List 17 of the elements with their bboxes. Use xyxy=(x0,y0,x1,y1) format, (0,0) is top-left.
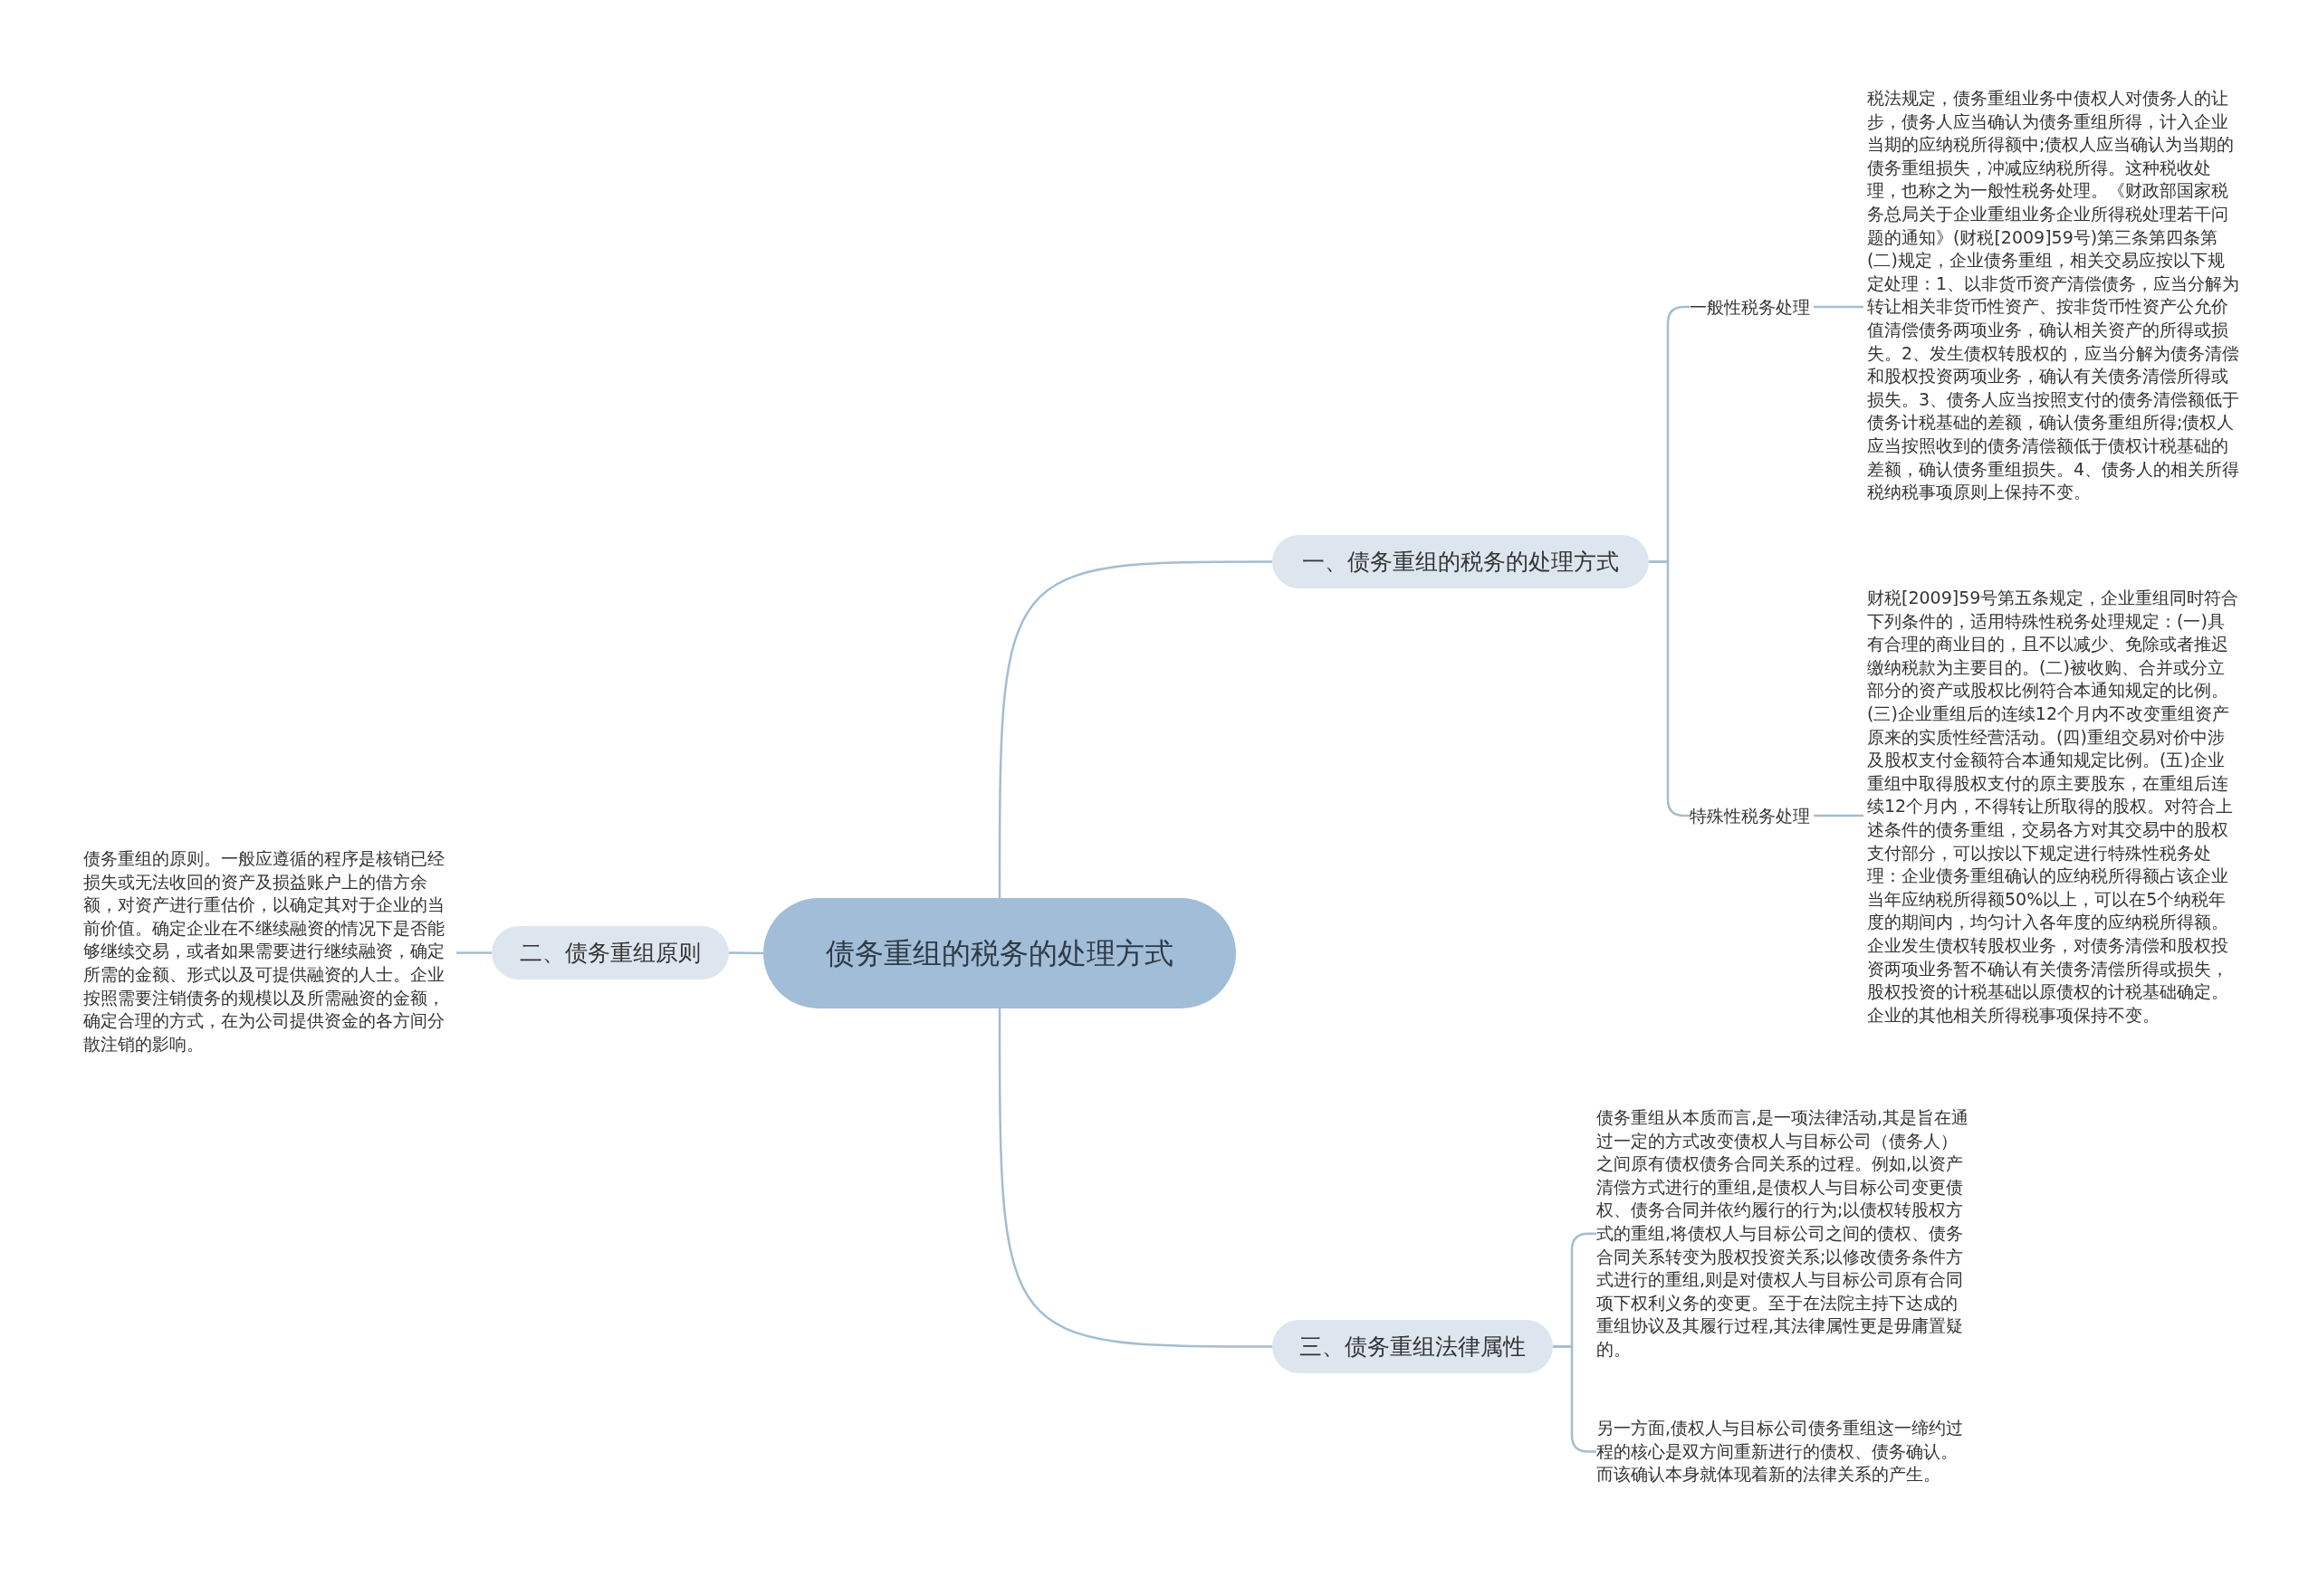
note-text: 债务重组从本质而言,是一项法律活动,其是旨在通过一定的方式改变债权人与目标公司（债务人）之间原有债权债务合同关系的过程。例如,以资产清偿方式进行的重组,是债权人与目标公司变更债权、债务合同并依约履行的行为;以债权转股权方式的重组,将债权人与目标公司之间的债权、债务合同关系转变为股权投资关系;以修改债务条件方式进行的重组,则是对债权人与目标公司原有合同项下权利义务的变更。至于在法院主持下达成的重组协议及其履行过程,其法律属性更是毋庸置疑的。 xyxy=(1596,1106,1969,1362)
central-topic: 债务重组的税务的处理方式 xyxy=(763,898,1236,1008)
branch-topic: 一、债务重组的税务的处理方式 xyxy=(1272,535,1649,588)
branch-topic: 二、债务重组原则 xyxy=(492,926,729,980)
note-text: 另一方面,债权人与目标公司债务重组这一缔约过程的核心是双方间重新进行的债权、债务确认。而该确认本身就体现着新的法律关系的产生。 xyxy=(1596,1417,1969,1486)
note-text: 债务重组的原则。一般应遵循的程序是核销已经损失或无法收回的资产及损益账户上的借方余额，对资产进行重估价，以确定其对于企业的当前价值。确定企业在不继续融资的情况下是否能够继续交易，或者如果需要进行继续融资，确定所需的金额、形式以及可提供融资的人士。企业按照需要注销债务的规模以及所需融资的金额，确定合理的方式，在为公司提供资金的各方间分散注销的影响。 xyxy=(83,847,456,1056)
subtopic-label: 特殊性税务处理 xyxy=(1690,803,1810,828)
subtopic-label: 一般性税务处理 xyxy=(1690,294,1810,320)
branch-topic: 三、债务重组法律属性 xyxy=(1272,1320,1553,1373)
note-text: 财税[2009]59号第五条规定，企业重组同时符合下列条件的，适用特殊性税务处理规定：(一)具有合理的商业目的，且不以减少、免除或者推迟缴纳税款为主要目的。(二)被收购、合并或分立部分的资产或股权比例符合本通知规定的比例。(三)企业重组后的连续12个月内不改变重组资产原来的实质性经营活动。(四)重组交易对价中涉及股权支付金额符合本通知规定比例。(五)企业重组中取得股权支付的原主要股东，在重组后连续12个月内，不得转让所取得的股权。对符合上述条件的债务重组，交易各方对其交易中的股权支付部分，可以按以下规定进行特殊性税务处理：企业债务重组确认的应纳税所得额占该企业当年应纳税所得额50%以上，可以在5个纳税年度的期间内，均匀计入各年度的应纳税所得额。企业发生债权转股权业务，对债务清偿和股权投资两项业务暂不确认有关债务清偿所得或损失，股权投资的计税基础以原债权的计税基础确定。企业的其他相关所得税事项保持不变。 xyxy=(1867,587,2240,1027)
connector-line xyxy=(1814,814,1863,817)
connector-line xyxy=(998,560,1272,898)
connector-line xyxy=(1814,305,1863,309)
connector-line xyxy=(456,951,492,954)
connector-line xyxy=(729,951,763,955)
connector-line xyxy=(998,1008,1272,1348)
note-text: 税法规定，债务重组业务中债权人对债务人的让步，债务人应当确认为债务重组所得，计入企业当期的应纳税所得额中;债权人应当确认为当期的债务重组损失，冲减应纳税所得。这种税收处理，也称之为一般性税务处理。《财政部国家税务总局关于企业重组业务企业所得税处理若干问题的通知》(财税[2009]59号)第三条第四条第(二)规定，企业债务重组，相关交易应按以下规定处理：1、以非货币资产清偿债务，应当分解为转让相关非货币性资产、按非货币性资产公允价值清偿债务两项业务，确认相关资产的所得或损失。2、发生债权转股权的，应当分解为债务清偿和股权投资两项业务，确认有关债务清偿所得或损失。3、债务人应当按照支付的债务清偿额低于债务计税基础的差额，确认债务重组所得;债权人应当按照收到的债务清偿额低于债权计税基础的差额，确认债务重组损失。4、债务人的相关所得税纳税事项原则上保持不变。 xyxy=(1867,87,2240,504)
